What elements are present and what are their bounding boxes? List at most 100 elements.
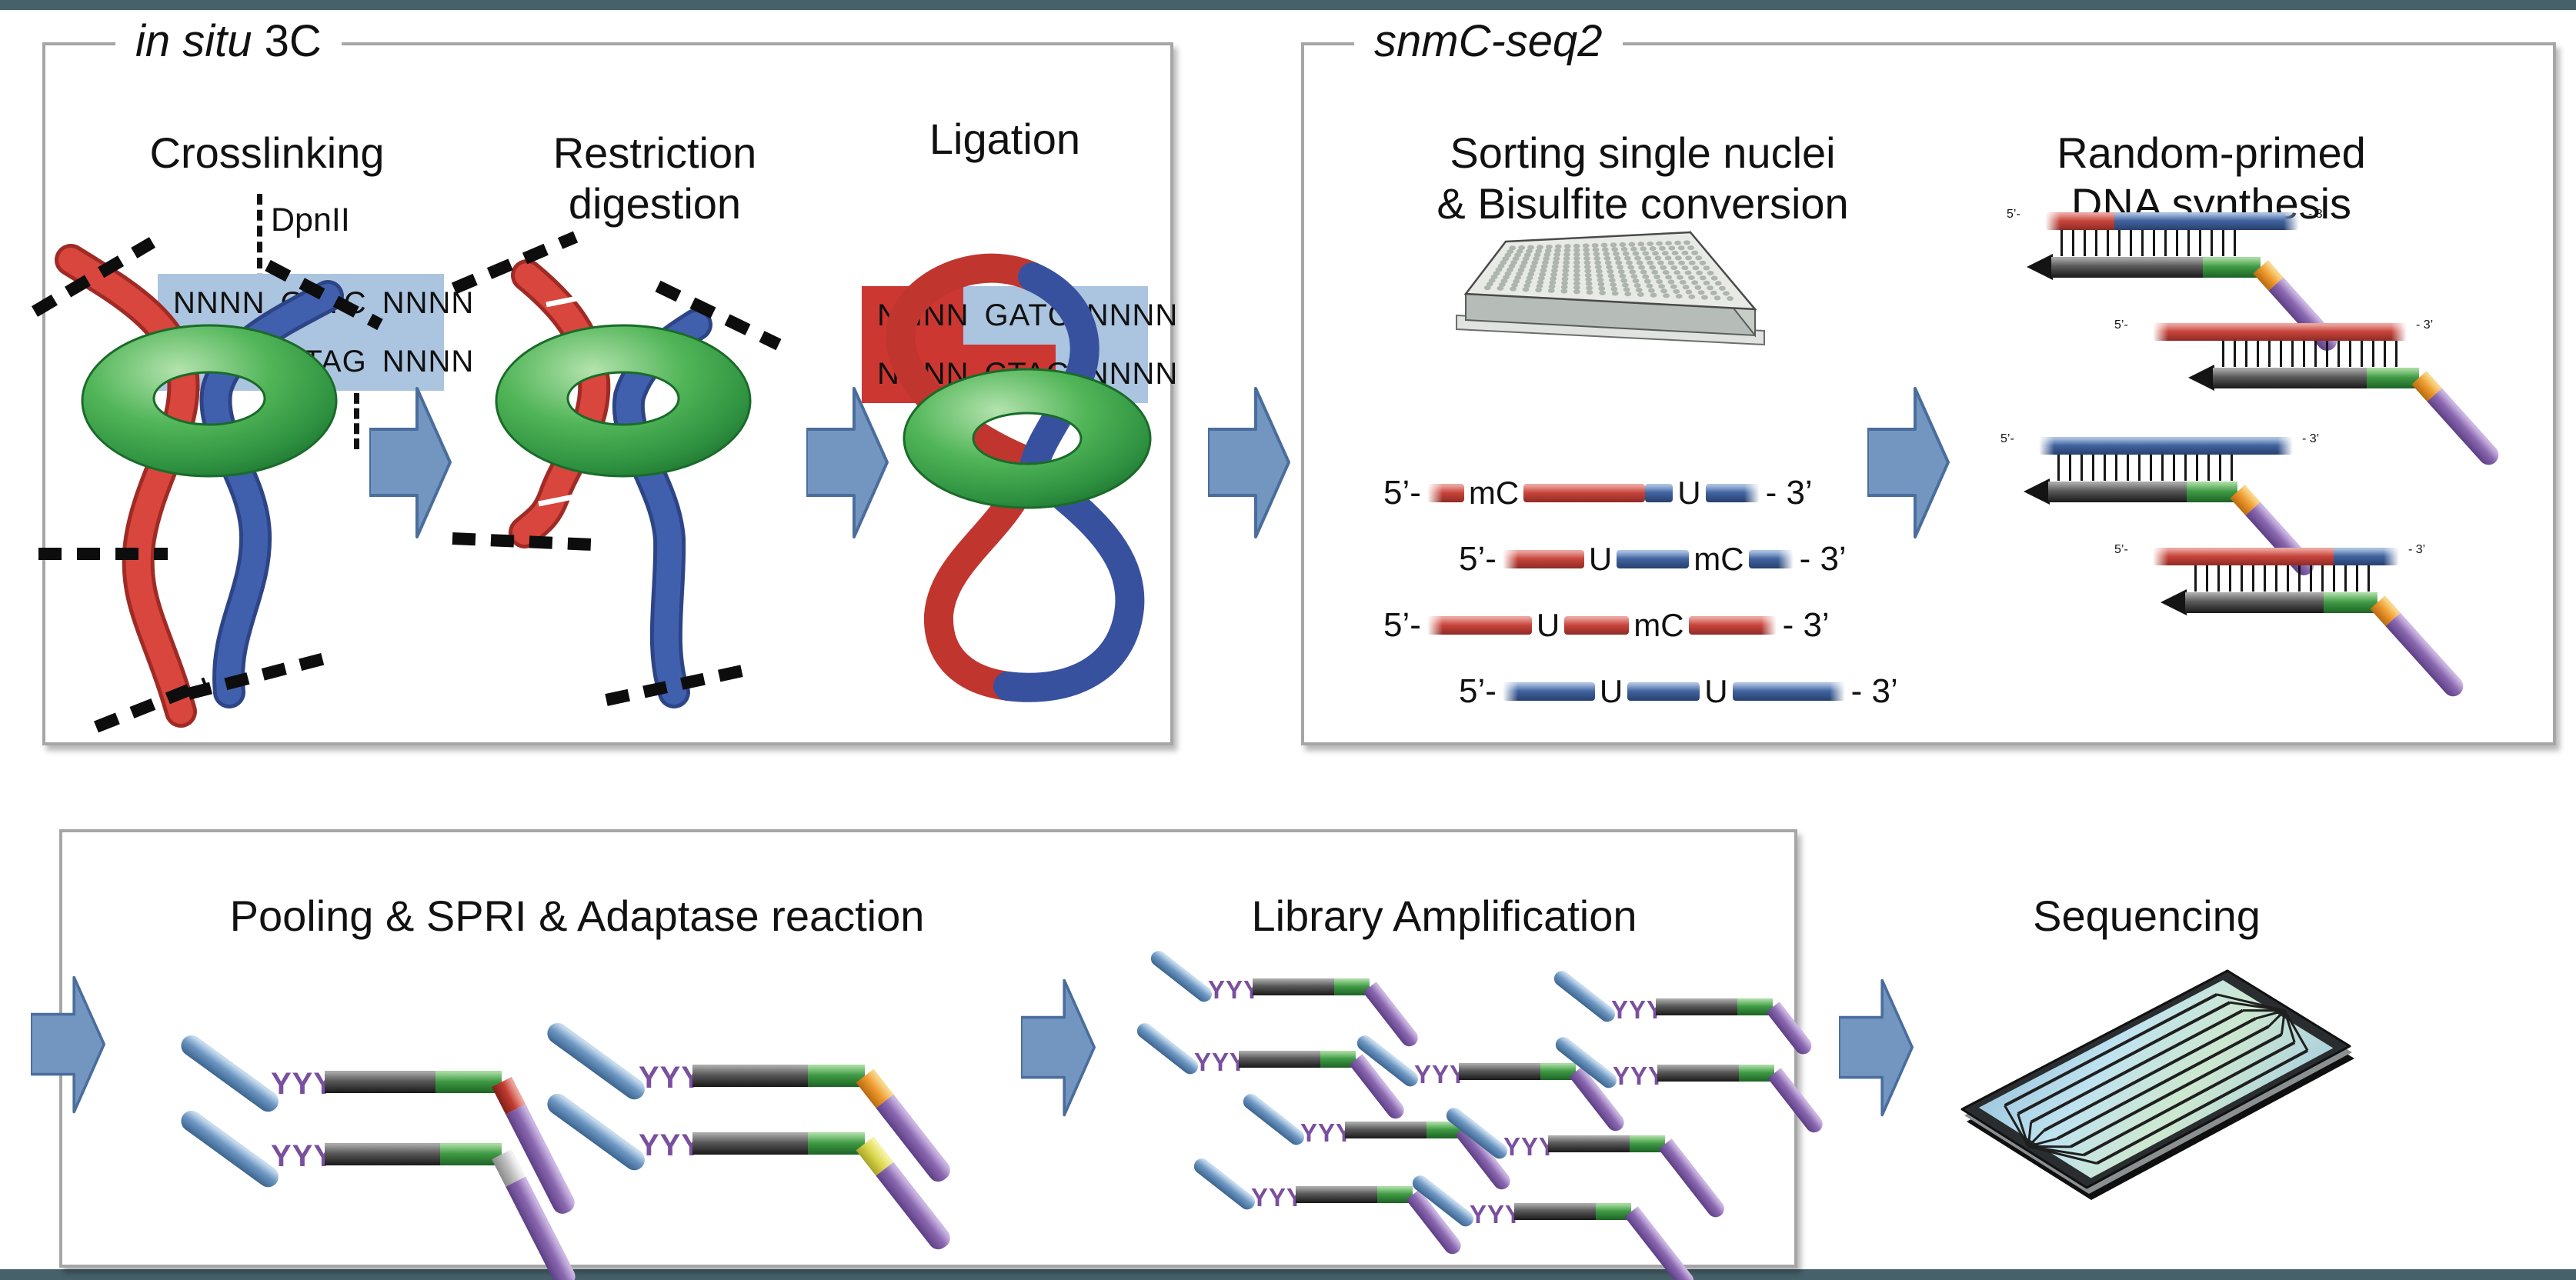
flow-arrow-crosslink-to-digest [368, 387, 452, 542]
strand-segment-blue [1627, 682, 1700, 701]
strand-segment-blue [1748, 550, 1794, 568]
insert-rod [1514, 1203, 1631, 1220]
insert-rod [325, 1071, 502, 1093]
duplex-red-blue: 5’- - 3’ [2007, 208, 2438, 355]
five-prime-label: 5’- [1459, 540, 1497, 578]
converted-strand-strip: mC U [1426, 475, 1760, 512]
base-label: U [1536, 607, 1560, 643]
synthesis-arrowhead [2027, 254, 2053, 280]
yyy-overhang-label: YYY [639, 1061, 703, 1095]
insert-rod [1548, 1135, 1665, 1152]
base-label: U [1588, 541, 1613, 577]
label-dpnii: DpnII [271, 202, 350, 238]
template-strand [2039, 437, 2293, 455]
bottom-frame-bar [0, 1269, 2576, 1280]
three-prime-label: - 3’ [2302, 432, 2320, 445]
panel-title-snmc-seq2: snmC-seq2 [1354, 17, 1623, 66]
dpnii-cut-line-bottom [354, 332, 359, 449]
dpnii-cut-line-top [257, 194, 262, 332]
sequence-cell: NNNN [1086, 298, 1179, 332]
flow-arrow-into-pooling [29, 968, 105, 1125]
yyy-overhang-label: YYY [271, 1067, 335, 1101]
flow-arrow-pooling-to-library [1019, 971, 1096, 1128]
insert-rod [1345, 1122, 1462, 1138]
synthesis-arrowhead [2188, 365, 2214, 391]
three-prime-label: - 3’ [1850, 672, 1898, 710]
duplex-red: 5’- - 3’ [2114, 318, 2576, 469]
panel-library-prep [59, 829, 1797, 1268]
insert-rod [1296, 1186, 1413, 1203]
sequence-cell: NNNN [173, 285, 265, 320]
three-prime-label: - 3’ [2408, 543, 2426, 556]
template-strand [2153, 548, 2399, 565]
insert-rod [1239, 1051, 1356, 1068]
title-snmc-seq2: snmC-seq2 [1374, 16, 1603, 66]
base-label: mC [1468, 475, 1520, 511]
panel-title-in-situ-3c: in situ 3C [115, 17, 342, 66]
strand-segment-blue [1705, 484, 1760, 502]
synthesis-arrowhead [2161, 589, 2187, 615]
nascent-strand [2185, 592, 2377, 613]
well-plate-illustration [1456, 230, 1765, 346]
insert-rod [1253, 978, 1370, 995]
five-prime-label: 5’- [2114, 318, 2128, 332]
five-prime-label: 5’- [2000, 432, 2014, 445]
three-prime-label: - 3’ [1765, 474, 1813, 512]
yyy-overhang-label: YYY [1300, 1118, 1354, 1147]
three-prime-label: - 3’ [2416, 318, 2434, 332]
nascent-strand [2051, 257, 2261, 278]
digested-chromatin-illustration [451, 231, 782, 708]
yyy-overhang-label: YYY [1208, 975, 1262, 1004]
base-pairing-rungs [2057, 455, 2237, 481]
base-label: U [1677, 475, 1701, 511]
yyy-overhang-label: YYY [1503, 1132, 1557, 1161]
title-in-situ: in situ [135, 16, 252, 66]
base-label: mC [1633, 607, 1684, 643]
three-prime-label: - 3’ [1782, 606, 1830, 644]
five-prime-label: 5’- [2007, 208, 2020, 221]
base-label: U [1704, 673, 1728, 709]
strand-segment-blue [1645, 484, 1673, 502]
strand-segment-blue [1732, 682, 1845, 701]
label-library-amplification: Library Amplification [1251, 892, 1637, 940]
label-sequencing: Sequencing [2033, 892, 2261, 940]
strand-segment-blue [1617, 550, 1690, 568]
base-label: U [1599, 673, 1623, 709]
strand-segment-red [1688, 616, 1777, 635]
base-pairing-rungs [2194, 565, 2377, 592]
yyy-overhang-label: YYY [1414, 1060, 1468, 1088]
yyy-overhang-label: YYY [1613, 1062, 1667, 1090]
top-frame-bar [0, 0, 2576, 10]
crosslinked-chromatin-illustration [31, 237, 383, 733]
yyy-overhang-label: YYY [271, 1139, 335, 1173]
label-ligation: Ligation [929, 115, 1081, 163]
insert-rod [692, 1132, 865, 1155]
strand-segment-red [1502, 550, 1584, 568]
five-prime-label: 5’- [1383, 474, 1421, 512]
strand-segment-blue [1502, 682, 1595, 701]
base-label: mC [1693, 541, 1744, 577]
title-3c: 3C [252, 16, 322, 66]
flow-arrow-bisulfite-to-synthesis [1866, 387, 1950, 542]
synthesis-arrowhead [2024, 478, 2050, 505]
template-strand [2045, 212, 2299, 230]
duplex-red-blue-long: 5’- - 3’ [2114, 543, 2576, 701]
flow-arrow-library-to-sequencing [1837, 971, 1914, 1128]
strand-segment-red [1426, 484, 1464, 502]
duplex-blue: 5’- - 3’ [2000, 432, 2431, 580]
insert-rod [325, 1143, 502, 1165]
bisulfite-strand: 5’- mC U - 3’ [1383, 474, 1813, 512]
yyy-overhang-label: YYY [1611, 995, 1665, 1024]
ligated-chromatin-illustration [886, 253, 1152, 702]
strand-segment-red [1564, 616, 1630, 635]
base-pairing-rungs [2060, 230, 2239, 256]
